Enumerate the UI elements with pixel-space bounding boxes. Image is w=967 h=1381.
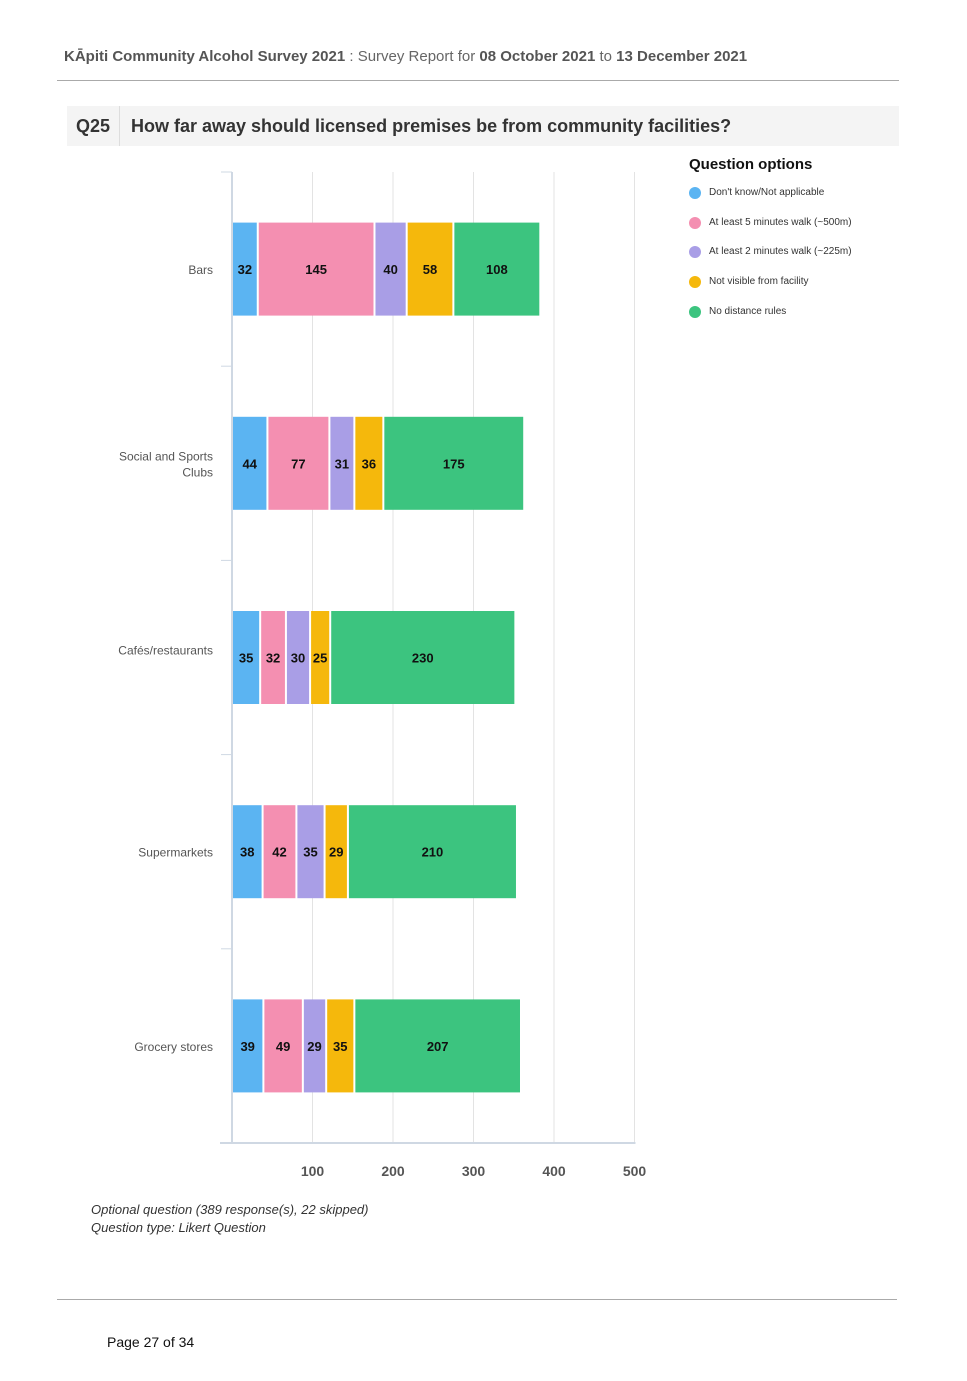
legend-swatch [689, 305, 701, 318]
legend-swatch [689, 276, 701, 289]
x-tick-label: 500 [623, 1163, 647, 1179]
data-label: 30 [291, 651, 305, 666]
report-prefix: Survey Report for [357, 48, 480, 65]
data-label: 36 [362, 456, 376, 471]
bar-segment [327, 999, 354, 1093]
x-tick-label: 100 [301, 1163, 325, 1179]
data-label: 39 [240, 1039, 254, 1054]
bar-segment [331, 611, 515, 704]
data-label: 44 [242, 456, 257, 471]
report-header: KĀpiti Community Alcohol Survey 2021 : S… [64, 48, 747, 65]
bar-segment [233, 805, 262, 899]
bar-segment [375, 222, 406, 316]
category-label: Clubs [182, 465, 213, 479]
x-tick-label: 200 [381, 1163, 405, 1179]
legend-swatch [689, 246, 701, 259]
legend-swatch [689, 187, 701, 199]
response-count-note: Optional question (389 response(s), 22 s… [91, 1202, 369, 1217]
data-label: 38 [240, 845, 254, 860]
bar-segment [355, 416, 383, 510]
bar-segment [263, 805, 296, 899]
bar-segment [264, 999, 302, 1093]
data-label: 29 [307, 1039, 321, 1054]
data-label: 35 [303, 845, 317, 860]
bar-segment [325, 805, 347, 899]
bar-segment [311, 611, 330, 704]
data-label: 175 [443, 456, 465, 471]
data-label: 42 [272, 845, 286, 860]
bar-segment [233, 222, 257, 316]
bar-segment [233, 416, 267, 510]
bar-segment [330, 416, 354, 510]
legend-swatch [689, 216, 701, 229]
bar-segment [355, 999, 520, 1093]
data-label: 145 [305, 262, 327, 277]
legend-item: No distance rules [689, 305, 959, 336]
data-label: 210 [422, 845, 444, 860]
data-label: 207 [427, 1039, 449, 1054]
legend-title: Question options [689, 156, 813, 173]
bar-segment [261, 611, 285, 704]
to-word: to [595, 48, 617, 65]
data-label: 35 [239, 651, 253, 666]
legend-label: No distance rules [709, 305, 787, 317]
bar-segment [348, 805, 516, 899]
bar-segment [258, 222, 374, 316]
legend-label: At least 5 minutes walk (~500m) [709, 216, 852, 228]
bar-segment [233, 999, 263, 1093]
bar-segment [384, 416, 524, 510]
question-type-note: Question type: Likert Question [91, 1220, 266, 1235]
legend-item: At least 5 minutes walk (~500m) [689, 216, 959, 247]
bar-segment [297, 805, 324, 899]
legend-item: Don't know/Not applicable [689, 187, 959, 217]
data-label: 29 [329, 845, 343, 860]
x-tick-label: 400 [542, 1163, 566, 1179]
question-number: Q25 [67, 106, 120, 146]
question-banner: Q25 How far away should licensed premise… [67, 106, 899, 146]
data-label: 35 [333, 1039, 347, 1054]
data-label: 58 [423, 262, 437, 277]
bar-segment [454, 222, 540, 316]
footer-divider [57, 1299, 897, 1300]
bar-segment [233, 611, 260, 704]
data-label: 25 [313, 651, 327, 666]
category-label: Supermarkets [138, 846, 213, 860]
legend-label: At least 2 minutes walk (~225m) [709, 246, 852, 258]
category-label: Grocery stores [134, 1040, 213, 1054]
legend-label: Not visible from facility [709, 276, 809, 288]
category-label: Cafés/restaurants [118, 644, 213, 658]
bar-segment [286, 611, 310, 704]
legend-items: Don't know/Not applicable At least 5 minu… [689, 187, 959, 335]
legend-item: At least 2 minutes walk (~225m) [689, 246, 959, 276]
x-tick-label: 300 [462, 1163, 486, 1179]
page-number: Page 27 of 34 [107, 1334, 195, 1350]
category-label: Social and Sports [119, 449, 213, 463]
data-label: 40 [383, 262, 397, 277]
chart-legend: Question options Don't know/Not applicab… [689, 156, 959, 335]
data-label: 31 [335, 456, 349, 471]
data-label: 77 [291, 456, 305, 471]
survey-name: KĀpiti Community Alcohol Survey 2021 [64, 48, 346, 65]
bar-segment [268, 416, 329, 510]
header-separator: : [345, 48, 358, 65]
data-label: 32 [238, 262, 252, 277]
legend-label: Don't know/Not applicable [709, 187, 825, 198]
bar-segment [303, 999, 326, 1093]
date-from: 08 October 2021 [479, 48, 596, 65]
question-text: How far away should licensed premises be… [131, 116, 732, 136]
legend-item: Not visible from facility [689, 276, 959, 306]
category-label: Bars [188, 263, 213, 277]
header-divider [57, 80, 899, 81]
bar-segment [407, 222, 453, 316]
date-to: 13 December 2021 [616, 48, 748, 65]
data-label: 230 [412, 651, 434, 666]
data-label: 32 [266, 651, 280, 666]
question-footnote: Optional question (389 response(s), 22 s… [91, 1201, 369, 1237]
data-label: 108 [486, 262, 508, 277]
data-label: 49 [276, 1039, 290, 1054]
